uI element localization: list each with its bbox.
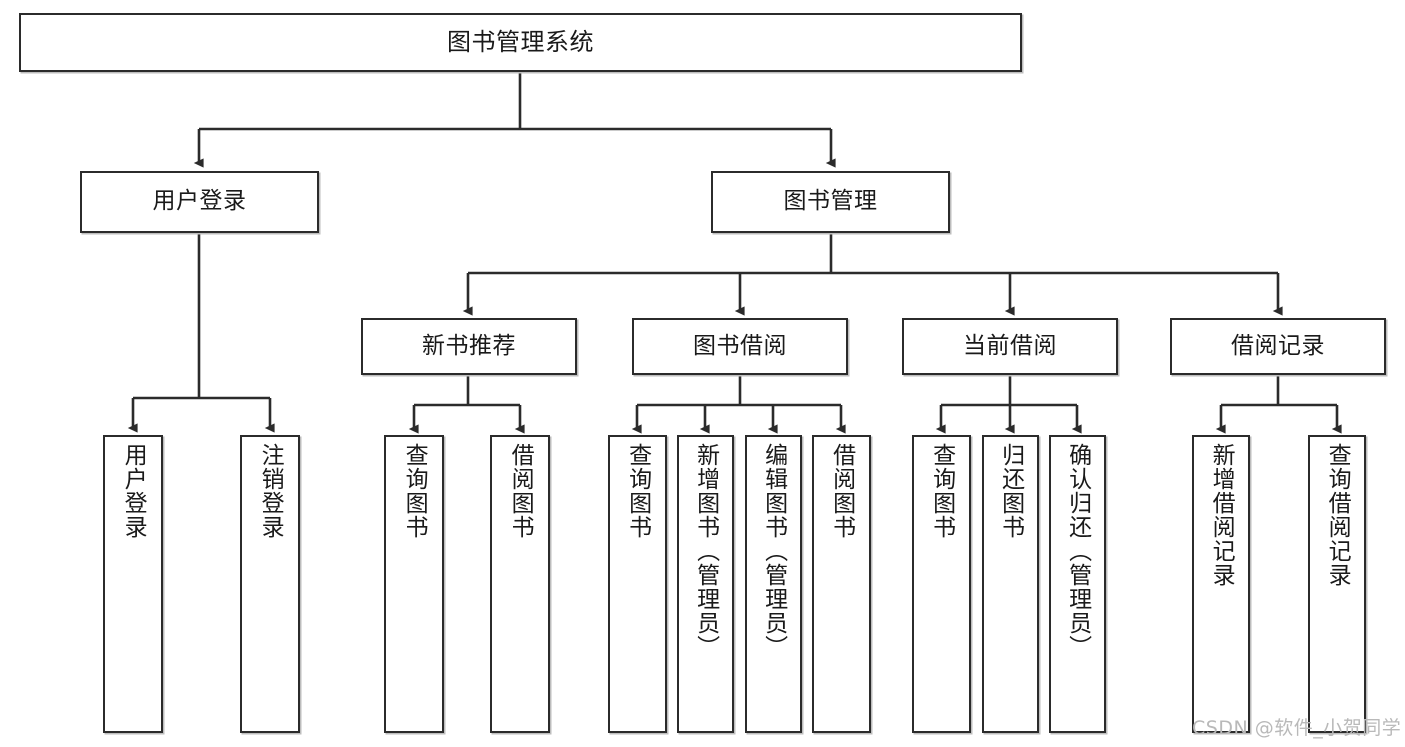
node-leaf-add-record-label: 新增借阅记录	[1208, 443, 1235, 587]
node-book-manage[interactable]: 图书管理	[711, 171, 950, 233]
node-book-borrow-label: 图书借阅	[693, 332, 787, 359]
node-leaf-add-book[interactable]: 新增图书（管理员）	[677, 435, 734, 733]
node-leaf-query-record-label: 查询借阅记录	[1324, 443, 1351, 587]
node-leaf-add-record[interactable]: 新增借阅记录	[1192, 435, 1250, 733]
node-root-label: 图书管理系统	[447, 28, 594, 57]
node-leaf-return-book-label: 归还图书	[997, 443, 1024, 539]
node-leaf-borrow-book-2[interactable]: 借阅图书	[812, 435, 871, 733]
node-root[interactable]: 图书管理系统	[19, 13, 1022, 72]
node-current-borrow-label: 当前借阅	[963, 332, 1057, 359]
node-leaf-edit-book[interactable]: 编辑图书（管理员）	[745, 435, 802, 733]
node-leaf-borrow-book-1-label: 借阅图书	[507, 443, 534, 539]
node-new-book-rec-label: 新书推荐	[422, 332, 516, 359]
node-book-manage-label: 图书管理	[783, 188, 878, 215]
node-leaf-confirm-return-label: 确认归还（管理员）	[1064, 443, 1091, 659]
node-current-borrow[interactable]: 当前借阅	[902, 318, 1118, 375]
node-borrow-record-label: 借阅记录	[1231, 332, 1325, 359]
node-leaf-confirm-return[interactable]: 确认归还（管理员）	[1049, 435, 1106, 733]
node-user-login-label: 用户登录	[152, 188, 247, 215]
watermark-text: CSDN @软件_小贺同学	[1192, 717, 1402, 739]
node-book-borrow[interactable]: 图书借阅	[632, 318, 848, 375]
node-user-login[interactable]: 用户登录	[80, 171, 319, 233]
node-leaf-borrow-book-2-label: 借阅图书	[828, 443, 855, 539]
node-leaf-logout-label: 注销登录	[257, 443, 284, 539]
node-leaf-logout[interactable]: 注销登录	[240, 435, 300, 733]
node-leaf-query-book-2[interactable]: 查询图书	[608, 435, 667, 733]
node-leaf-user-login[interactable]: 用户登录	[103, 435, 163, 733]
node-leaf-query-book-3-label: 查询图书	[928, 443, 955, 539]
node-borrow-record[interactable]: 借阅记录	[1170, 318, 1386, 375]
node-leaf-query-book-1[interactable]: 查询图书	[384, 435, 444, 733]
node-leaf-add-book-label: 新增图书（管理员）	[692, 443, 719, 659]
node-leaf-query-record[interactable]: 查询借阅记录	[1308, 435, 1366, 733]
node-leaf-query-book-3[interactable]: 查询图书	[912, 435, 971, 733]
node-leaf-query-book-1-label: 查询图书	[401, 443, 428, 539]
node-leaf-query-book-2-label: 查询图书	[624, 443, 651, 539]
node-leaf-edit-book-label: 编辑图书（管理员）	[760, 443, 787, 659]
node-new-book-rec[interactable]: 新书推荐	[361, 318, 577, 375]
node-leaf-return-book[interactable]: 归还图书	[982, 435, 1039, 733]
node-leaf-borrow-book-1[interactable]: 借阅图书	[490, 435, 550, 733]
node-leaf-user-login-label: 用户登录	[120, 443, 147, 539]
